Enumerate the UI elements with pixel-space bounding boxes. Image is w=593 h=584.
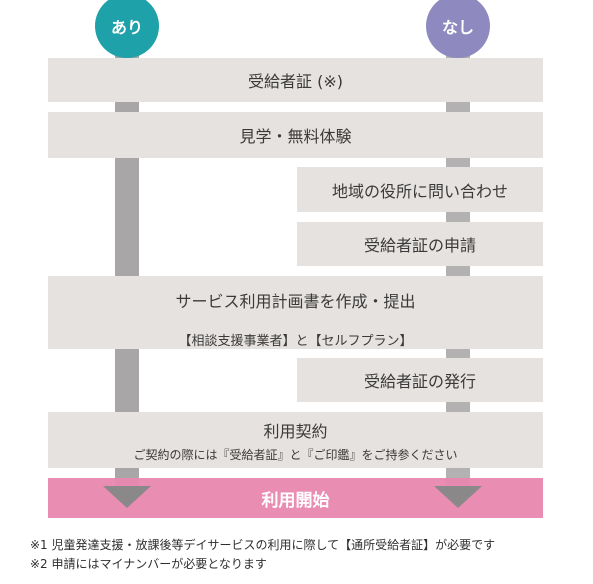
step-visit: 見学・無料体験 [48, 112, 543, 158]
step-contract-sub: ご契約の際には『受給者証』と『ご印鑑』をご持参ください [133, 447, 458, 462]
no-label: なし [441, 18, 474, 37]
no-arrow-head [434, 486, 482, 508]
yes-flow-lane [115, 36, 139, 486]
step-inquire: 地域の役所に問い合わせ [297, 167, 543, 212]
step-plan-title: サービス利用計画書を作成・提出 [175, 292, 416, 311]
step-visit-label: 見学・無料体験 [239, 127, 352, 146]
step-issue-label: 受給者証の発行 [363, 372, 476, 391]
step-plan-sub: 【相談支援事業者】と【セルフプラン】 [178, 334, 413, 349]
footnote-1: ※1 児童発達支援・放課後等デイサービスの利用に際して【通所受給者証】が必要です [30, 538, 496, 552]
yes-start-circle: あり [95, 0, 159, 58]
yes-arrow-head [103, 486, 151, 508]
step-plan: サービス利用計画書を作成・提出 【相談支援事業者】と【セルフプラン】 [48, 276, 543, 349]
step-contract-title: 利用契約 [263, 421, 328, 441]
step-apply-label: 受給者証の申請 [363, 236, 476, 255]
footnote-2: ※2 申請にはマイナンバーが必要となります [30, 557, 267, 571]
step-certificate: 受給者証 (※) [48, 58, 543, 102]
no-start-circle: なし [426, 0, 490, 58]
yes-label: あり [110, 18, 143, 37]
step-apply: 受給者証の申請 [297, 222, 543, 266]
step-inquire-label: 地域の役所に問い合わせ [331, 181, 508, 201]
step-certificate-label: 受給者証 (※) [248, 72, 343, 91]
step-issue: 受給者証の発行 [297, 358, 543, 402]
step-contract: 利用契約 ご契約の際には『受給者証』と『ご印鑑』をご持参ください [48, 412, 543, 468]
step-start-label: 利用開始 [261, 490, 330, 511]
